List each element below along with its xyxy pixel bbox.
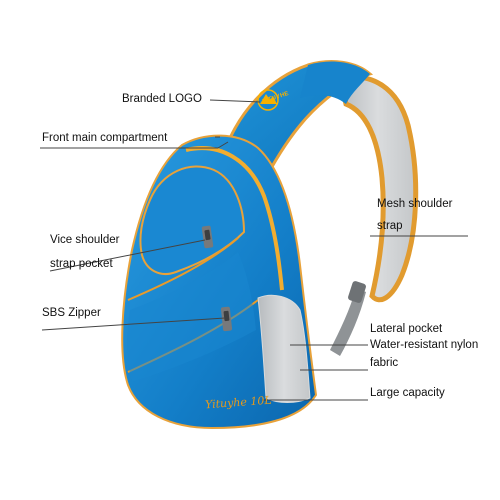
callout-large-capacity: Large capacity bbox=[370, 387, 445, 399]
callout-line-1: Vice shoulder bbox=[50, 234, 120, 246]
callout-lateral-pocket: Lateral pocket bbox=[370, 323, 443, 335]
callout-vice-shoulder-strap-pocket: Vice shoulder strap pocket bbox=[50, 233, 119, 272]
callout-line-2: fabric bbox=[370, 357, 399, 369]
side-strap-webbing bbox=[330, 288, 366, 356]
callout-front-main-compartment: Front main compartment bbox=[42, 132, 168, 144]
zipper-pull-icon bbox=[220, 306, 233, 332]
callout-line-1: Water-resistant nylon bbox=[370, 339, 479, 351]
callout-line-1: Mesh shoulder bbox=[377, 198, 453, 210]
mountain-logo-icon bbox=[257, 89, 279, 111]
zipper-pull-icon bbox=[201, 225, 214, 249]
mesh-shoulder-strap bbox=[336, 74, 419, 303]
callout-line-2: strap bbox=[377, 220, 403, 232]
callout-line-2: strap pocket bbox=[50, 258, 113, 270]
callout-mesh-shoulder-strap: Mesh shoulder strap bbox=[377, 197, 452, 234]
callout-water-resistant-fabric: Water-resistant nylon fabric bbox=[370, 338, 478, 371]
callout-sbs-zipper: SBS Zipper bbox=[42, 307, 101, 319]
callout-branded-logo: Branded LOGO bbox=[122, 93, 202, 105]
lateral-mesh-pocket bbox=[257, 294, 311, 403]
